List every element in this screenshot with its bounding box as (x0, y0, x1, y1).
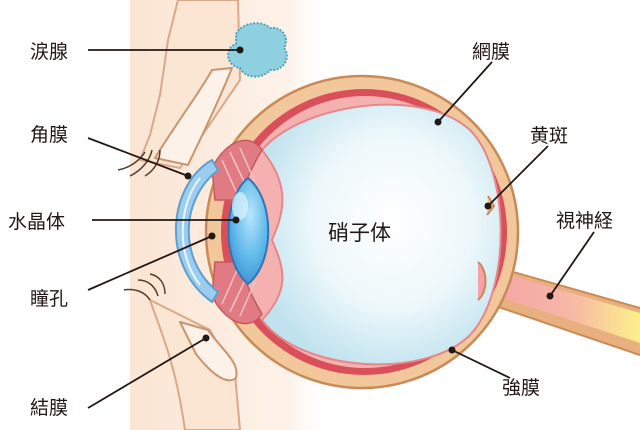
dot-sclera (448, 346, 456, 354)
label-sclera: 強膜 (502, 377, 540, 399)
label-lacrimal-gland: 涙腺 (30, 40, 68, 63)
label-retina: 網膜 (472, 41, 510, 63)
label-macula: 黄斑 (530, 125, 568, 147)
dot-cornea (184, 172, 192, 180)
leader-sclera (451, 349, 511, 379)
lacrimal-gland (227, 22, 288, 78)
lens (227, 176, 270, 286)
eyelids (117, 67, 238, 382)
dot-macula (484, 202, 492, 210)
optic-disc (477, 261, 487, 301)
dot-conjunctiva (202, 334, 210, 342)
leader-lines (87, 46, 595, 409)
label-pupil: 瞳孔 (30, 288, 68, 310)
dot-pupil (208, 232, 216, 240)
label-conjunctiva: 結膜 (30, 397, 68, 419)
eyeball (204, 74, 520, 390)
dot-lens (232, 216, 240, 224)
label-cornea: 角膜 (30, 124, 68, 146)
dot-optic-nerve (546, 292, 554, 300)
leader-retina (437, 61, 493, 123)
label-lens: 水晶体 (8, 211, 65, 233)
labels: 涙腺 角膜 水晶体 瞳孔 結膜 網膜 黄斑 視神経 強膜 硝子体 (8, 40, 613, 419)
vitreous-body (260, 103, 502, 366)
dot-retina (434, 118, 442, 126)
label-vitreous: 硝子体 (328, 221, 391, 245)
leader-optic-nerve (549, 231, 595, 297)
leader-cornea (87, 137, 189, 177)
leader-macula (487, 145, 549, 207)
dot-lacrimal-gland (236, 46, 244, 54)
cornea (175, 158, 220, 304)
leader-conjunctiva (87, 337, 207, 409)
label-optic-nerve: 視神経 (556, 210, 613, 232)
leader-pupil (87, 235, 213, 291)
